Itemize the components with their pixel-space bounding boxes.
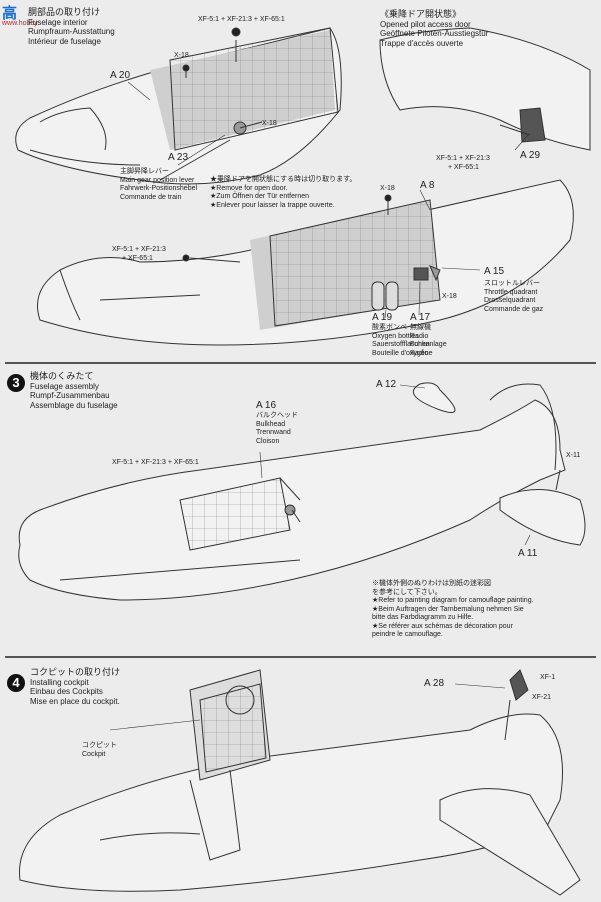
step2-heading: 胴部品の取り付け Fuselage interior Rumpfraum-Aus… [28, 7, 115, 46]
step2-paint-top: XF-5:1 + XF-21:3 + XF-65:1 [198, 16, 285, 23]
step3-number: 3 [7, 374, 25, 392]
x11-label: X-11 [566, 452, 581, 459]
a23-label: 主脚昇降レバー Main gear position lever Fahrwer… [120, 168, 198, 201]
door-paint: XF-5:1 + XF-21:3 + XF-65:1 [436, 155, 490, 171]
x18-label-3: X-18 [380, 185, 395, 192]
part-a28: A 28 [424, 678, 445, 689]
x18-label-2: X-18 [262, 120, 277, 127]
part-a17: A 17 [410, 312, 431, 323]
part-a12: A 12 [376, 379, 397, 390]
part-a15: A 15 [484, 266, 505, 277]
part-a23: A 23 [168, 152, 189, 163]
a15-label: スロットルレバー Throttle quadrant Drosselquadra… [484, 280, 544, 313]
a16-label: バルクヘッド Bulkhead Trennwand Cloison [256, 412, 298, 445]
paint-xf21: XF-21 [532, 694, 552, 701]
remove-note: ★乗降ドアを開状態にする時は切り取ります。 ★Remove for open d… [210, 176, 357, 209]
x18-label-1: X-18 [174, 52, 189, 59]
door-heading: 《乗降ドア開状態》 Opened pilot access door Geöff… [380, 9, 489, 48]
watermark-logo: 高 [2, 5, 19, 22]
paint-xf1: XF-1 [540, 674, 556, 681]
divider-step4 [5, 656, 596, 658]
part-a29: A 29 [520, 150, 541, 161]
part-a8: A 8 [420, 180, 435, 191]
step3-heading: 機体のくみたて Fuselage assembly Rumpf-Zusammen… [30, 371, 118, 410]
part-a16: A 16 [256, 400, 277, 411]
a17-label: 無線機 Radio Funkanlage Radio [410, 324, 447, 357]
watermark-site: www.hobby [2, 20, 38, 27]
step2-paint-left: XF-5:1 + XF-21:3 + XF-65:1 [112, 246, 166, 262]
step4-number: 4 [7, 674, 25, 692]
x18-label-4: X-18 [442, 293, 457, 300]
part-a20: A 20 [110, 70, 131, 81]
cockpit-label: コクピット Cockpit [82, 742, 117, 758]
camouflage-note: ※機体外側のぬりわけは別紙の迷彩図 を参考にして下さい。 ★Refer to p… [372, 580, 534, 638]
a19-label: 酸素ボンベ Oxygen bottles Sauerstoffflaschen … [372, 324, 433, 357]
step3-paint: XF-5:1 + XF-21:3 + XF-65:1 [112, 459, 199, 466]
part-a11: A 11 [518, 548, 538, 559]
part-a19: A 19 [372, 312, 393, 323]
divider-step3 [5, 362, 596, 364]
step4-heading: コクピットの取り付け Installing cockpit Einbau des… [30, 667, 121, 706]
